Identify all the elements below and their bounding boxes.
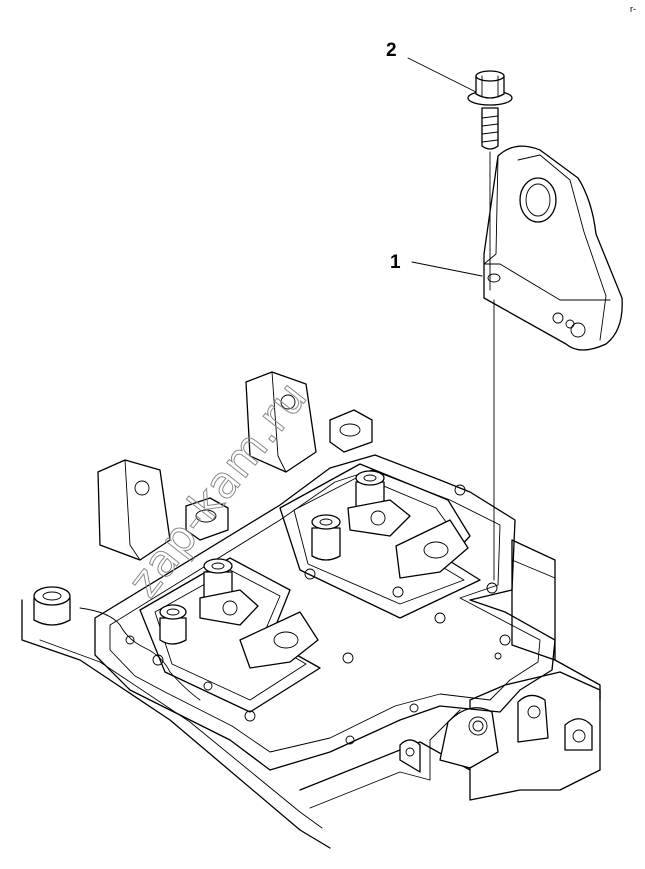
assembly-line bbox=[489, 151, 495, 581]
callout-1: 1 bbox=[390, 252, 483, 277]
callout-number: 2 bbox=[386, 40, 397, 61]
rocker-stand bbox=[245, 371, 373, 473]
lifting-bracket bbox=[483, 145, 623, 351]
flange-bolt bbox=[467, 70, 513, 150]
valve-cap bbox=[311, 514, 341, 561]
rocker-stand bbox=[97, 459, 229, 561]
engine-block bbox=[21, 371, 601, 849]
corner-mark: r- bbox=[630, 4, 636, 14]
gasket-bolt-holes bbox=[125, 484, 511, 745]
callout-2: 2 bbox=[386, 40, 477, 93]
valve-cap bbox=[159, 604, 187, 645]
callout-number: 1 bbox=[390, 252, 401, 273]
